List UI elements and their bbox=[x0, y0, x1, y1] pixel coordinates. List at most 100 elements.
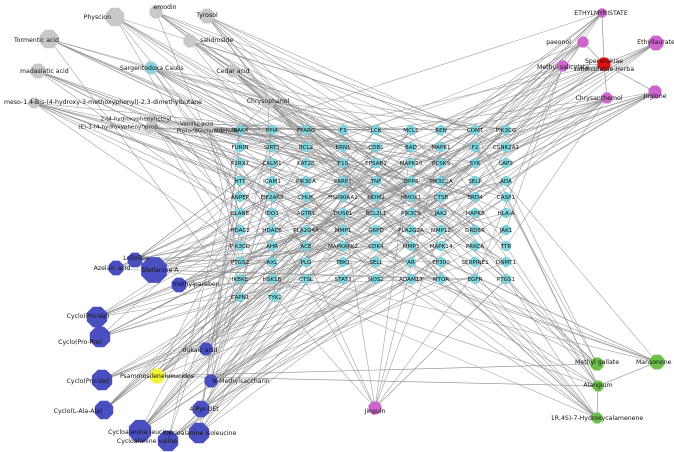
edge bbox=[603, 42, 657, 65]
target-node-jak2 bbox=[436, 207, 446, 219]
target-node-casp1 bbox=[501, 191, 511, 203]
edge bbox=[189, 40, 476, 131]
target-node-f3 bbox=[338, 124, 348, 136]
edge bbox=[155, 11, 241, 214]
compound-node-blue bbox=[89, 326, 111, 348]
compound-node-gray bbox=[105, 7, 125, 27]
target-node-stat3 bbox=[338, 273, 348, 285]
target-node-agtr1 bbox=[301, 207, 311, 219]
target-label: AGTR1 bbox=[297, 211, 316, 217]
target-label: LAP3 bbox=[499, 161, 513, 167]
compound-label: madasiatic acid bbox=[20, 68, 69, 75]
edge bbox=[342, 97, 608, 247]
compound-label: Cyclo(Pro-Val) bbox=[67, 378, 110, 385]
target-node-dnmt1 bbox=[501, 256, 511, 268]
edge bbox=[167, 196, 442, 442]
edge bbox=[153, 129, 476, 271]
edge bbox=[206, 15, 377, 131]
edge bbox=[156, 180, 344, 377]
compound-node-blue bbox=[141, 257, 167, 283]
target-label: PIK3CG bbox=[496, 128, 517, 134]
herb-node-sargentodoxa bbox=[145, 62, 157, 74]
edge bbox=[33, 102, 412, 247]
compound-label: Tyrosol bbox=[195, 12, 218, 19]
target-label: P2RX7 bbox=[231, 161, 250, 167]
edge bbox=[33, 102, 377, 231]
target-node-egfr bbox=[470, 273, 480, 285]
target-label: DRD5R bbox=[465, 228, 485, 234]
target-label: PIK3CB bbox=[401, 211, 421, 217]
edge bbox=[156, 375, 599, 387]
edge bbox=[153, 162, 273, 271]
target-node-pla2g4a bbox=[301, 224, 311, 236]
edge bbox=[274, 296, 376, 409]
target-node-pik3cd bbox=[235, 240, 245, 252]
target-label: HSK1B bbox=[263, 277, 282, 283]
edge bbox=[474, 65, 564, 280]
edge bbox=[156, 363, 598, 377]
compound-node-blue bbox=[94, 400, 114, 420]
edge bbox=[562, 63, 605, 67]
edge bbox=[103, 129, 377, 411]
target-label: IDO1 bbox=[265, 211, 279, 217]
target-label: TYK2 bbox=[267, 295, 282, 301]
edge bbox=[505, 97, 608, 247]
target-label: HLA-A bbox=[498, 211, 515, 217]
target-node-mmp1 bbox=[338, 224, 348, 236]
target-label: CHUK bbox=[298, 195, 314, 201]
target-label: TPSAB1 bbox=[364, 161, 387, 167]
compound-label: Methyl gallate bbox=[575, 359, 619, 366]
edge bbox=[374, 278, 507, 409]
compound-node-green bbox=[649, 354, 665, 370]
target-node-anpep bbox=[235, 191, 245, 203]
compound-node-gray bbox=[184, 118, 196, 130]
target-node-selp bbox=[470, 175, 480, 187]
edge bbox=[200, 180, 241, 410]
target-node-pik3c2a bbox=[436, 175, 446, 187]
target-node-icam1 bbox=[267, 175, 277, 187]
edge bbox=[505, 41, 584, 148]
edge bbox=[156, 129, 507, 377]
edge bbox=[210, 129, 273, 382]
edge bbox=[198, 196, 344, 434]
target-label: ICAM1 bbox=[263, 179, 281, 185]
target-node-p2rx7 bbox=[235, 157, 245, 169]
compound-node-pink bbox=[597, 8, 607, 18]
compound-label: salidroside bbox=[200, 37, 233, 44]
target-label: CD81 bbox=[368, 145, 384, 151]
target-label: ADAM17 bbox=[399, 277, 423, 283]
target-label: FURIN bbox=[231, 145, 248, 151]
compound-label: Methyl salicylate bbox=[537, 64, 589, 71]
edge bbox=[189, 123, 241, 131]
edge bbox=[207, 127, 241, 214]
target-node-comt bbox=[470, 124, 480, 136]
target-node-mdm2 bbox=[371, 191, 381, 203]
compound-node-pink bbox=[557, 60, 569, 72]
edge bbox=[239, 63, 605, 148]
target-node-cdk4 bbox=[371, 240, 381, 252]
target-node-htt bbox=[235, 175, 245, 187]
compound-label: Cycloalanine isoleucine bbox=[164, 430, 237, 437]
target-node-hsp90aa1 bbox=[338, 191, 348, 203]
edge bbox=[440, 97, 608, 231]
edge bbox=[189, 123, 273, 198]
edge bbox=[48, 38, 344, 164]
edge bbox=[178, 229, 307, 286]
edge bbox=[155, 11, 507, 164]
target-label: PTGS1 bbox=[497, 277, 516, 283]
target-node-hmox1 bbox=[406, 191, 416, 203]
edge bbox=[96, 162, 476, 318]
target-label: DUSP1 bbox=[334, 211, 353, 217]
edge bbox=[153, 196, 273, 271]
edge bbox=[198, 146, 241, 434]
target-label: MMP12 bbox=[431, 228, 451, 234]
herb-label: Speranskiae bbox=[585, 58, 623, 65]
target-label: PRKCA bbox=[466, 244, 485, 250]
target-node-pik3ca bbox=[301, 175, 311, 187]
target-node-sell bbox=[371, 256, 381, 268]
edge bbox=[267, 101, 442, 164]
edge bbox=[374, 229, 507, 409]
compound-label: 2-(4-hydroxyphenyl)ethyl bbox=[101, 117, 172, 123]
target-node-ppia bbox=[267, 124, 277, 136]
